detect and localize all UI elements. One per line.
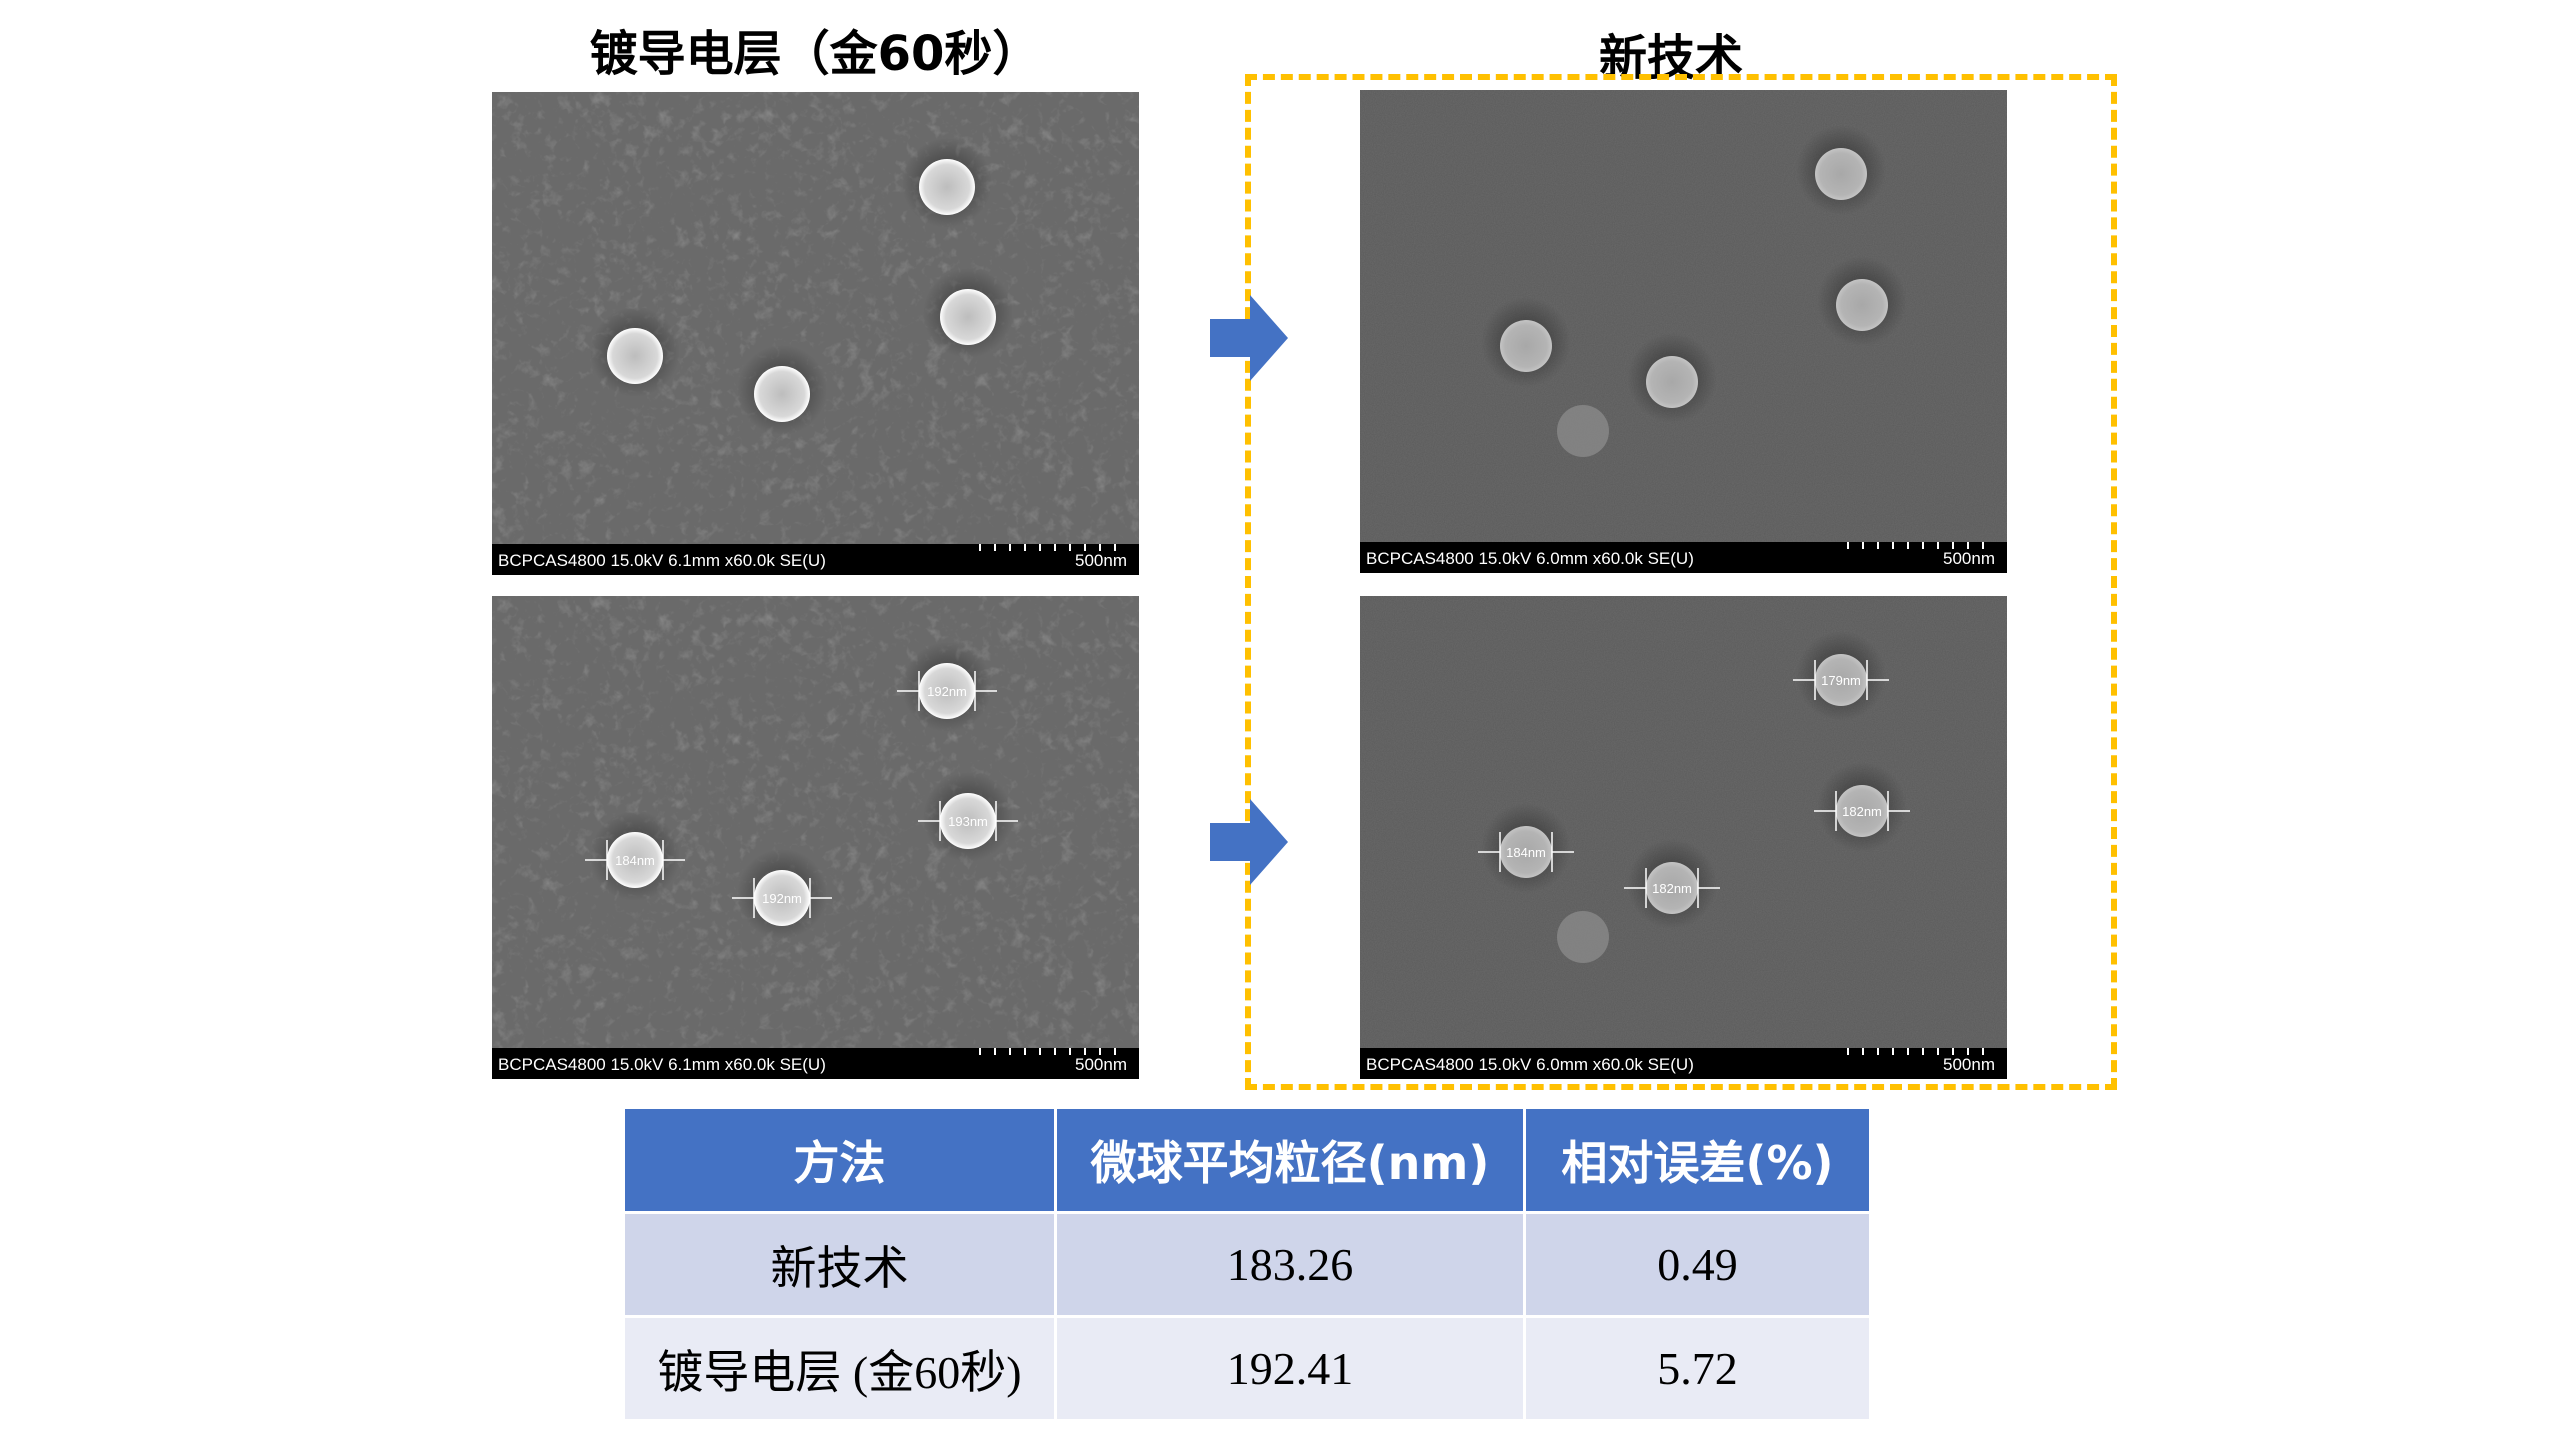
size-label: 184nm — [1506, 845, 1546, 860]
table-header-row: 方法 微球平均粒径(nm) 相对误差(%) — [625, 1109, 1869, 1211]
microsphere — [607, 832, 663, 888]
size-label: 192nm — [927, 684, 967, 699]
microsphere — [1646, 356, 1698, 408]
cell-error: 0.49 — [1526, 1214, 1869, 1315]
sem-micrograph: 179nm 182nm 184nm 182nm — [1360, 596, 2007, 1048]
table-row: 新技术 183.26 0.49 — [625, 1214, 1869, 1315]
microsphere — [1646, 862, 1698, 914]
size-label: 193nm — [948, 814, 988, 829]
sem-info-bar: BCPCAS4800 15.0kV 6.1mm x60.0k SE(U) 500n… — [492, 1048, 1139, 1079]
size-label: 182nm — [1842, 804, 1882, 819]
microsphere — [1836, 279, 1888, 331]
size-measurement: 182nm — [1814, 791, 1910, 831]
sem-info-bar: BCPCAS4800 15.0kV 6.0mm x60.0k SE(U) 500n… — [1360, 542, 2007, 573]
microsphere — [607, 328, 663, 384]
sem-scale: 500nm — [1943, 549, 1995, 568]
scale-bar — [1847, 542, 1997, 549]
title-gold-coating: 镀导电层（金60秒） — [589, 26, 1041, 82]
microsphere — [754, 870, 810, 926]
microsphere — [940, 793, 996, 849]
size-label: 179nm — [1821, 673, 1861, 688]
sem-scale: 500nm — [1075, 551, 1127, 570]
microsphere — [1500, 826, 1552, 878]
size-label: 182nm — [1652, 881, 1692, 896]
sem-image-gold-top: BCPCAS4800 15.0kV 6.1mm x60.0k SE(U) 500n… — [492, 92, 1139, 575]
sem-image-gold-measured: 192nm 193nm 184nm 192nm BCPCAS4800 15.0k… — [492, 596, 1139, 1079]
arrow-right-icon — [1210, 799, 1288, 885]
microsphere — [754, 366, 810, 422]
header-method: 方法 — [625, 1109, 1054, 1211]
sem-info: BCPCAS4800 15.0kV 6.1mm x60.0k SE(U) — [498, 1055, 826, 1074]
microsphere — [940, 289, 996, 345]
sem-scale: 500nm — [1075, 1055, 1127, 1074]
size-measurement: 193nm — [918, 801, 1018, 841]
sem-micrograph: 192nm 193nm 184nm 192nm — [492, 596, 1139, 1048]
size-measurement: 184nm — [1478, 832, 1574, 872]
size-measurement: 192nm — [732, 878, 832, 918]
sem-micrograph — [492, 92, 1139, 544]
out-of-focus-particle — [1557, 405, 1609, 457]
sem-info-bar: BCPCAS4800 15.0kV 6.0mm x60.0k SE(U) 500n… — [1360, 1048, 2007, 1079]
header-diameter: 微球平均粒径(nm) — [1057, 1109, 1523, 1211]
scale-bar — [1847, 1048, 1997, 1055]
size-measurement: 184nm — [585, 840, 685, 880]
results-table: 方法 微球平均粒径(nm) 相对误差(%) 新技术 183.26 0.49 镀导… — [622, 1106, 1872, 1422]
microsphere — [1836, 785, 1888, 837]
size-measurement: 192nm — [897, 671, 997, 711]
size-measurement: 179nm — [1793, 660, 1889, 700]
table-row: 镀导电层 (金60秒) 192.41 5.72 — [625, 1318, 1869, 1419]
sem-image-new-top: BCPCAS4800 15.0kV 6.0mm x60.0k SE(U) 500n… — [1360, 90, 2007, 573]
sem-image-new-measured: 179nm 182nm 184nm 182nm BCPCAS4800 15.0k… — [1360, 596, 2007, 1079]
microsphere — [919, 159, 975, 215]
microsphere — [1815, 148, 1867, 200]
cell-method: 镀导电层 (金60秒) — [625, 1318, 1054, 1419]
sem-info-bar: BCPCAS4800 15.0kV 6.1mm x60.0k SE(U) 500n… — [492, 544, 1139, 575]
microsphere — [1815, 654, 1867, 706]
out-of-focus-particle — [1557, 911, 1609, 963]
sem-info: BCPCAS4800 15.0kV 6.0mm x60.0k SE(U) — [1366, 1055, 1694, 1074]
scale-bar — [979, 544, 1129, 551]
microsphere — [919, 663, 975, 719]
sem-scale: 500nm — [1943, 1055, 1995, 1074]
cell-error: 5.72 — [1526, 1318, 1869, 1419]
sem-micrograph — [1360, 90, 2007, 542]
sem-info: BCPCAS4800 15.0kV 6.1mm x60.0k SE(U) — [498, 551, 826, 570]
cell-method: 新技术 — [625, 1214, 1054, 1315]
cell-diameter: 183.26 — [1057, 1214, 1523, 1315]
sem-info: BCPCAS4800 15.0kV 6.0mm x60.0k SE(U) — [1366, 549, 1694, 568]
scale-bar — [979, 1048, 1129, 1055]
arrow-right-icon — [1210, 295, 1288, 381]
header-error: 相对误差(%) — [1526, 1109, 1869, 1211]
size-measurement: 182nm — [1624, 868, 1720, 908]
size-label: 184nm — [615, 853, 655, 868]
size-label: 192nm — [762, 891, 802, 906]
highlight-dashed-box — [1245, 74, 2117, 1090]
microsphere — [1500, 320, 1552, 372]
cell-diameter: 192.41 — [1057, 1318, 1523, 1419]
